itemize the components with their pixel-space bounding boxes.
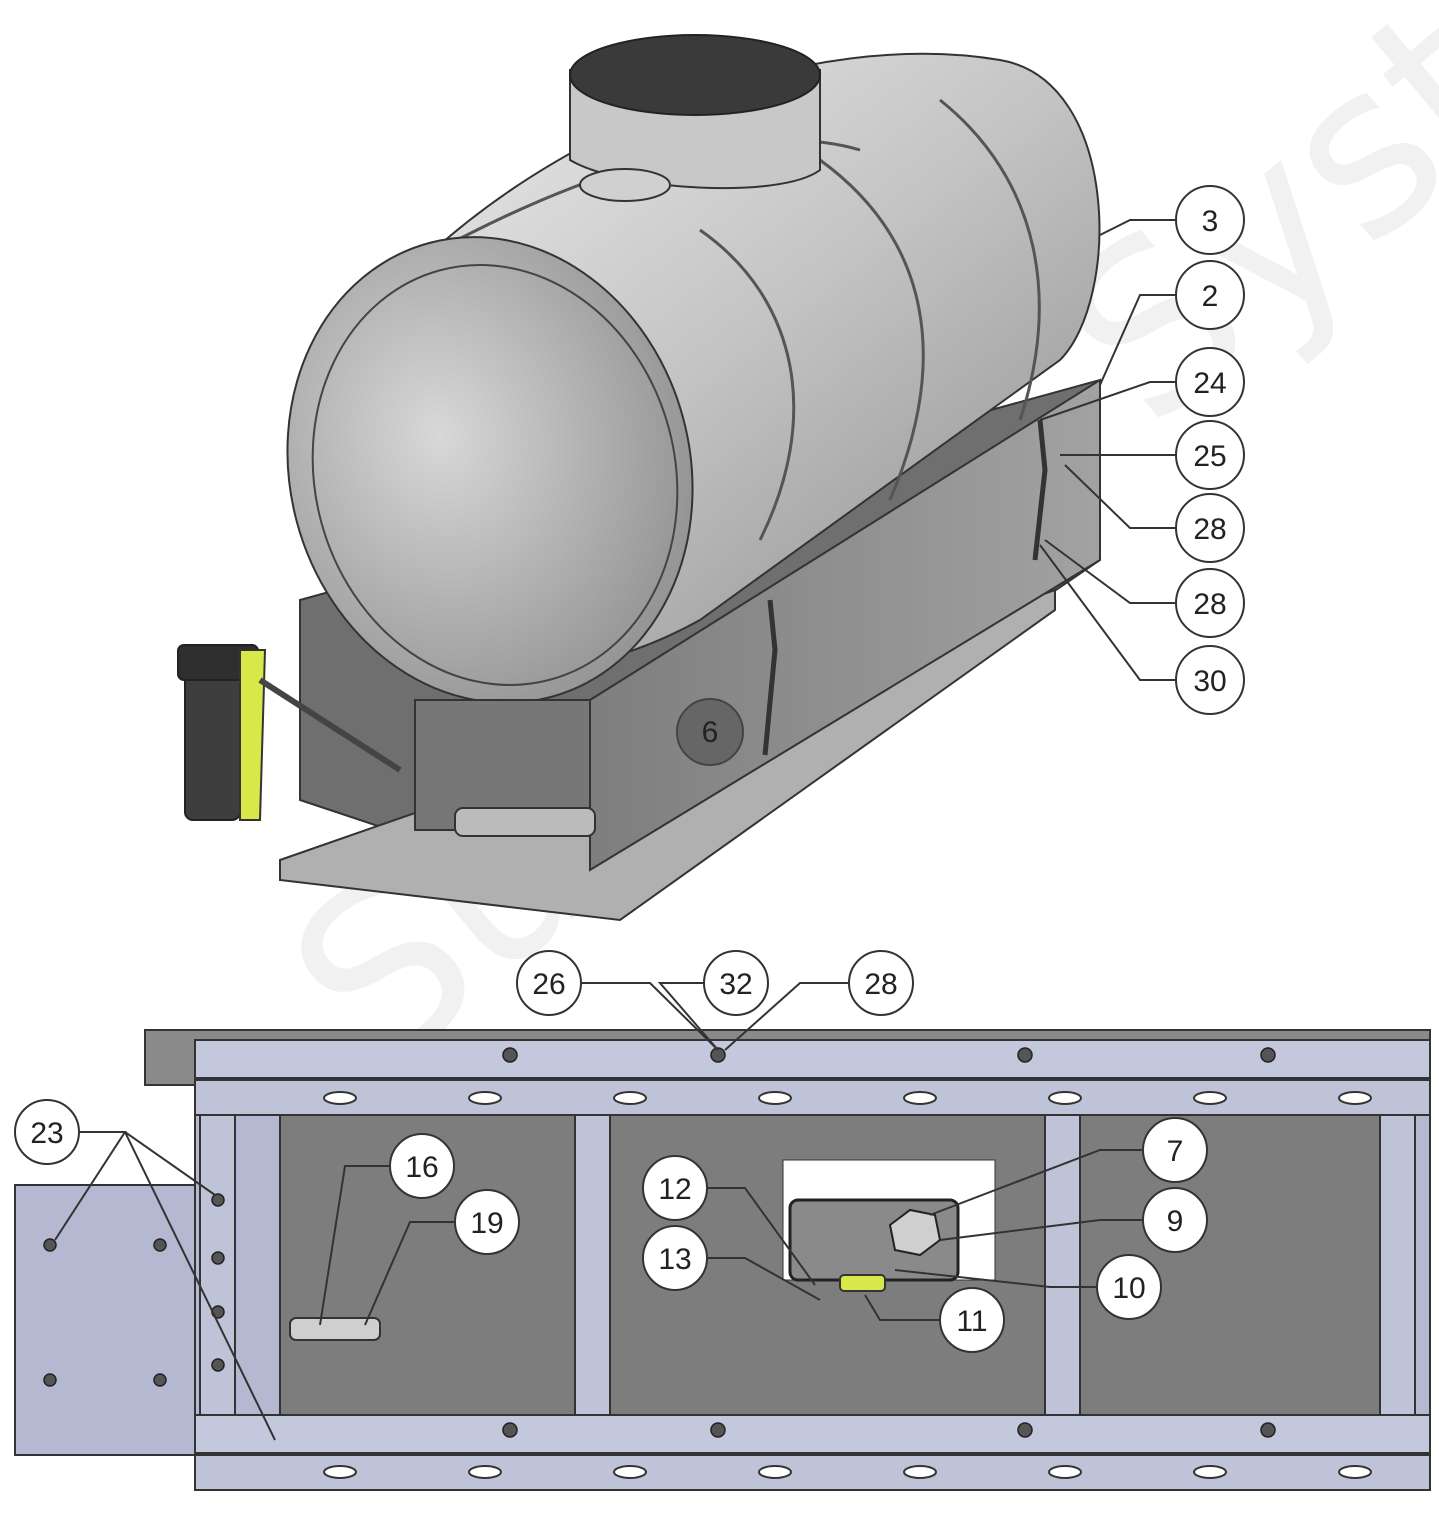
- callout-26: 26: [516, 950, 582, 1016]
- svg-text:24: 24: [1193, 367, 1226, 400]
- tank-rib: [939, 98, 1041, 421]
- svg-text:28: 28: [864, 968, 897, 1001]
- callout-6-label: 6: [702, 716, 719, 749]
- svg-text:9: 9: [1167, 1205, 1184, 1238]
- svg-text:28: 28: [1193, 513, 1226, 546]
- svg-text:16: 16: [405, 1151, 438, 1184]
- callout-28: 28: [1175, 568, 1245, 638]
- leader-line: [708, 1257, 821, 1301]
- leader-line: [864, 1294, 940, 1321]
- svg-text:26: 26: [532, 968, 565, 1001]
- svg-text:7: 7: [1167, 1135, 1184, 1168]
- svg-text:28: 28: [1193, 588, 1226, 621]
- tank-lid: [569, 34, 821, 116]
- leader-line: [939, 1219, 1142, 1241]
- callout-9: 9: [1142, 1187, 1208, 1253]
- leader-line: [364, 1221, 455, 1326]
- callout-28: 28: [1175, 493, 1245, 563]
- callout-12: 12: [642, 1155, 708, 1221]
- tank-small-port: [579, 168, 671, 202]
- leader-line: [124, 1131, 276, 1441]
- leader-line: [929, 1149, 1142, 1216]
- leader-line: [319, 1165, 390, 1326]
- leader-line: [1064, 464, 1175, 529]
- callout-6-circle: [676, 698, 744, 766]
- pump-bracket-plate: [14, 1184, 196, 1456]
- svg-text:11: 11: [956, 1305, 987, 1338]
- svg-text:13: 13: [658, 1243, 691, 1276]
- leader-line: [708, 1187, 816, 1286]
- bottom-tube: [194, 1414, 1431, 1454]
- top-view: [14, 1029, 1431, 1491]
- callout-7: 7: [1142, 1117, 1208, 1183]
- leader-line: [1099, 294, 1175, 386]
- rail-slots: [323, 1091, 1372, 1479]
- leader-line: [1039, 544, 1175, 681]
- isometric-view: 6: [177, 34, 1101, 922]
- callout-3: 3: [1175, 185, 1245, 255]
- lower-rail: [194, 1454, 1431, 1491]
- upper-rail: [194, 1079, 1431, 1116]
- tank-strap: [1032, 419, 1048, 561]
- leader-line: [1099, 219, 1175, 236]
- tank-rib: [699, 228, 796, 541]
- tank-end-rim: [311, 263, 679, 687]
- tank-rib: [819, 158, 925, 501]
- callout-24: 24: [1175, 347, 1245, 417]
- isometric-callouts: 3 2 24 25 28 28 30: [1039, 185, 1245, 715]
- callout-32: 32: [703, 950, 769, 1016]
- svg-text:3: 3: [1202, 205, 1219, 238]
- svg-text:30: 30: [1193, 665, 1226, 698]
- callout-25: 25: [1175, 420, 1245, 490]
- callout-23: 23: [14, 1099, 80, 1165]
- svg-text:10: 10: [1112, 1272, 1145, 1305]
- top-tube: [194, 1039, 1431, 1079]
- leader-line: [724, 982, 848, 1051]
- filter-housing: [184, 669, 241, 821]
- callout-19: 19: [454, 1189, 520, 1255]
- svg-text:25: 25: [1193, 440, 1226, 473]
- leader-line: [894, 1269, 1097, 1288]
- callout-10: 10: [1096, 1254, 1162, 1320]
- cross-member: [1379, 1114, 1416, 1416]
- tank-end-cap: [286, 236, 694, 704]
- frame-bolts: [43, 1047, 1276, 1438]
- svg-text:19: 19: [470, 1207, 503, 1240]
- top-view-callouts: 26 32 28 23 16 19 12 13: [14, 950, 1208, 1441]
- callout-16: 16: [389, 1133, 455, 1199]
- inlet-valve: [289, 1317, 381, 1341]
- svg-text:12: 12: [658, 1173, 691, 1206]
- cross-member: [574, 1114, 611, 1416]
- callout-13: 13: [642, 1225, 708, 1291]
- tray-panel: [1079, 1114, 1381, 1416]
- leader-line: [582, 982, 719, 1051]
- callout-11: 11: [939, 1287, 1005, 1353]
- mount-bracket: [239, 649, 267, 821]
- tank-strap: [762, 599, 778, 756]
- yellow-nipple: [839, 1274, 886, 1292]
- svg-text:23: 23: [30, 1117, 63, 1150]
- hose: [258, 677, 402, 773]
- svg-text:32: 32: [719, 968, 752, 1001]
- svg-text:2: 2: [1202, 280, 1219, 313]
- leader-line: [657, 982, 719, 1051]
- callout-30: 30: [1175, 645, 1245, 715]
- leader-line: [124, 1131, 216, 1196]
- valve-fitting: [454, 807, 596, 837]
- leader-line: [1044, 539, 1175, 604]
- callout-2: 2: [1175, 260, 1245, 330]
- callout-28: 28: [848, 950, 914, 1016]
- leader-line: [1039, 381, 1175, 421]
